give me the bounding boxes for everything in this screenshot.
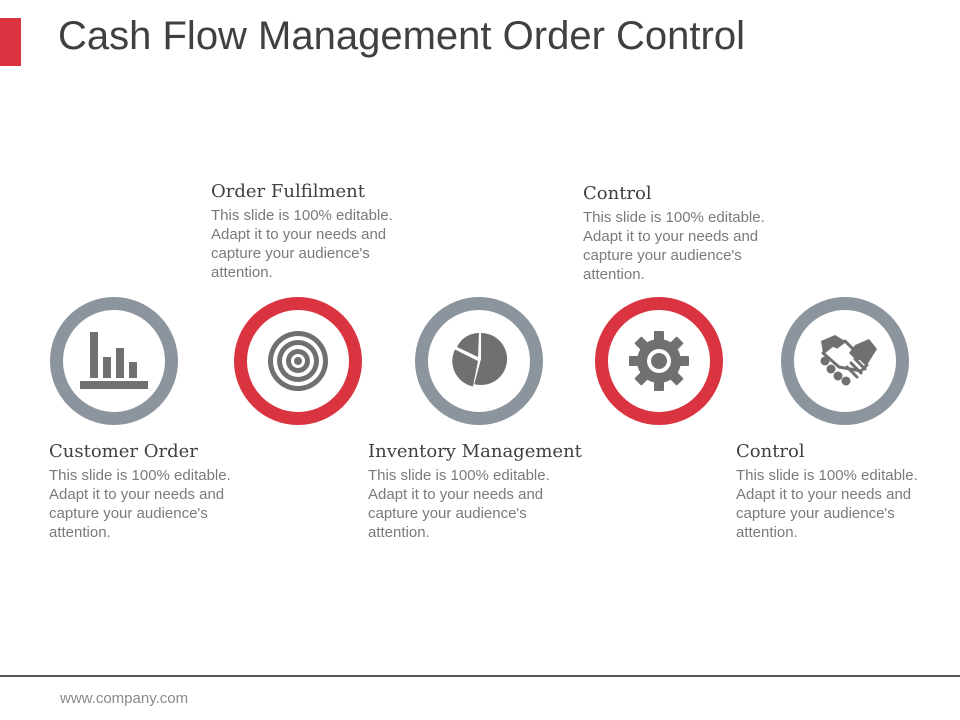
step-4-text: Control This slide is 100% editable. Ada… (583, 183, 773, 284)
step-3-text: Inventory Management This slide is 100% … (368, 441, 582, 542)
step-3-desc: This slide is 100% editable. Adapt it to… (368, 467, 550, 541)
step-3-circle (415, 297, 543, 425)
step-5-circle (781, 297, 909, 425)
step-2-title: Order Fulfilment (211, 181, 366, 202)
slide-title: Cash Flow Management Order Control (58, 14, 745, 58)
step-4-title: Control (583, 183, 652, 204)
gear-icon (629, 331, 689, 391)
step-4-circle (595, 297, 723, 425)
step-1-text: Customer Order This slide is 100% editab… (49, 441, 239, 542)
step-5-title: Control (736, 441, 805, 462)
bar-chart-icon (80, 332, 148, 389)
step-4-desc: This slide is 100% editable. Adapt it to… (583, 209, 765, 283)
step-1-circle (50, 297, 178, 425)
footer-divider (0, 675, 960, 677)
step-2-desc: This slide is 100% editable. Adapt it to… (211, 207, 393, 281)
step-2-circle (234, 297, 362, 425)
title-accent-bar (0, 18, 21, 66)
target-icon (268, 331, 328, 391)
step-5-desc: This slide is 100% editable. Adapt it to… (736, 467, 918, 541)
step-1-title: Customer Order (49, 441, 198, 462)
handshake-icon (820, 335, 877, 386)
footer-url[interactable]: www.company.com (60, 690, 189, 707)
pie-chart-icon (452, 332, 508, 387)
step-3-title: Inventory Management (368, 441, 582, 462)
step-1-desc: This slide is 100% editable. Adapt it to… (49, 467, 231, 541)
step-5-text: Control This slide is 100% editable. Ada… (736, 441, 926, 542)
step-2-text: Order Fulfilment This slide is 100% edit… (211, 181, 401, 282)
